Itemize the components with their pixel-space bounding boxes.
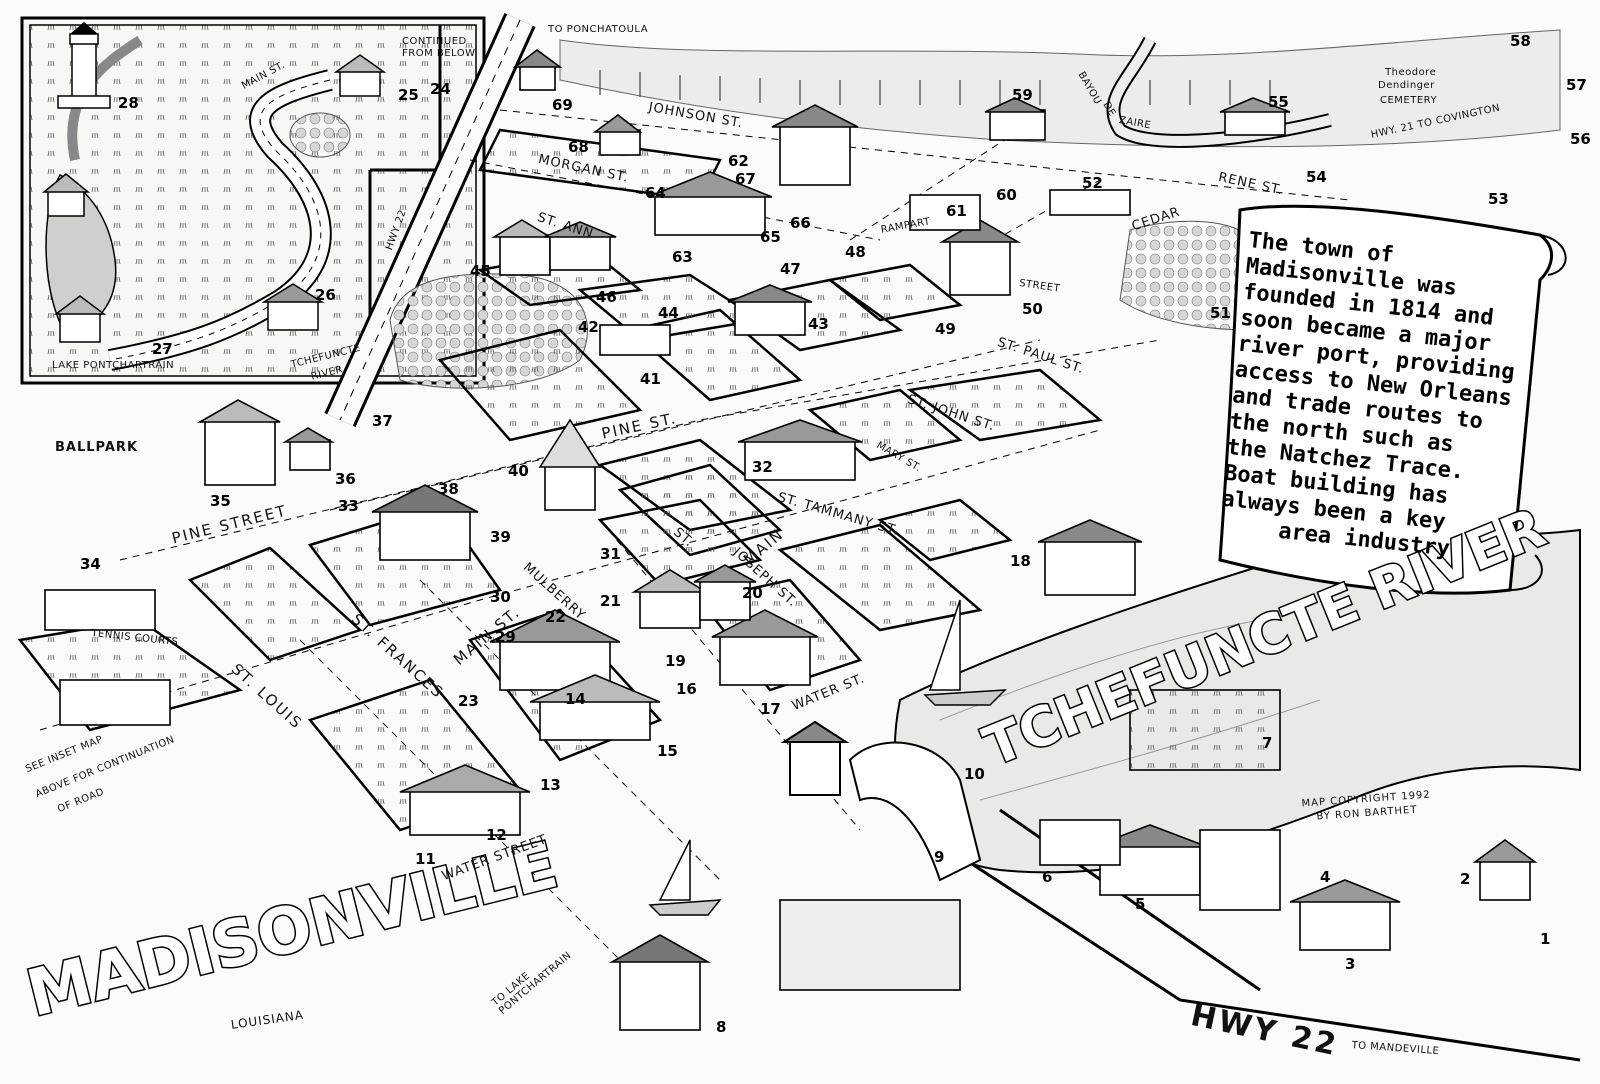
landmark-number: 50: [1022, 300, 1043, 318]
landmark-number: 67: [735, 170, 756, 188]
bridge: [780, 720, 982, 882]
landmark-number: 35: [210, 492, 231, 510]
landmark-number: 54: [1306, 168, 1327, 186]
landmark-number: 23: [458, 692, 479, 710]
landmark-number: 52: [1082, 174, 1103, 192]
inset-continued-label: CONTINUED: [402, 36, 467, 47]
landmark-number: 42: [578, 318, 599, 336]
landmark-number: 6: [1042, 868, 1053, 886]
landmark-number: 38: [438, 480, 459, 498]
landmark-number: 28: [118, 94, 139, 112]
landmark-number: 9: [934, 848, 945, 866]
landmark-number: 48: [845, 243, 866, 261]
landmark-number: 37: [372, 412, 393, 430]
landmark-number: 22: [545, 608, 566, 626]
landmark-number: 10: [964, 765, 985, 783]
landmark-number: 3: [1345, 955, 1356, 973]
landmark-number: 58: [1510, 32, 1531, 50]
landmark-number: 13: [540, 776, 561, 794]
landmark-number: 18: [1010, 552, 1031, 570]
landmark-number: 41: [640, 370, 661, 388]
hwy-22-road: [324, 13, 536, 427]
landmark-number: 47: [780, 260, 801, 278]
history-text: The town of Madisonville was founded in …: [1217, 228, 1548, 570]
landmark-number: 45: [470, 262, 491, 280]
cemetery-label-1: Theodore: [1385, 67, 1437, 78]
landmark-number: 68: [568, 138, 589, 156]
landmark-number: 69: [552, 96, 573, 114]
landmark-number: 27: [152, 340, 173, 358]
landmark-number: 7: [1262, 734, 1273, 752]
landmark-number: 16: [676, 680, 697, 698]
landmark-number: 40: [508, 462, 529, 480]
sailboats: [648, 599, 1007, 916]
landmark-number: 57: [1566, 76, 1587, 94]
landmark-number: 25: [398, 86, 419, 104]
landmark-number: 8: [716, 1018, 727, 1036]
landmark-number: 36: [335, 470, 356, 488]
landmark-number: 60: [996, 186, 1017, 204]
landmark-number: 61: [946, 202, 967, 220]
landmark-number: 59: [1012, 86, 1033, 104]
cemetery-label-3: CEMETERY: [1380, 95, 1438, 106]
landmark-number: 12: [486, 826, 507, 844]
landmark-number: 34: [80, 555, 101, 573]
landmark-number: 17: [760, 700, 781, 718]
landmark-number: 19: [665, 652, 686, 670]
landmark-number: 49: [935, 320, 956, 338]
landmark-number: 46: [596, 288, 617, 306]
landmark-number: 21: [600, 592, 621, 610]
landmark-number: 43: [808, 315, 829, 333]
landmark-number: 24: [430, 80, 451, 98]
landmark-number: 53: [1488, 190, 1509, 208]
landmark-number: 20: [742, 584, 763, 602]
landmark-number: 26: [315, 286, 336, 304]
info-scroll: [1218, 204, 1567, 595]
cemetery-label-2: Dendinger: [1378, 80, 1435, 91]
landmark-number: 39: [490, 528, 511, 546]
hwy-22-lower: [919, 828, 1581, 1062]
landmark-number: 51: [1210, 304, 1231, 322]
landmark-number: 64: [645, 184, 666, 202]
landmark-number: 31: [600, 545, 621, 563]
landmark-number: 56: [1570, 130, 1591, 148]
landmark-number: 44: [658, 304, 679, 322]
landmark-number: 4: [1320, 868, 1331, 886]
inset-continued-label-2: FROM BELOW: [402, 48, 476, 59]
landmark-number: 30: [490, 588, 511, 606]
landmark-number: 2: [1460, 870, 1471, 888]
landmark-number: 62: [728, 152, 749, 170]
landmark-number: 32: [752, 458, 773, 476]
landmark-number: 15: [657, 742, 678, 760]
landmark-number: 14: [565, 690, 586, 708]
landmark-number: 63: [672, 248, 693, 266]
inset-lake-label: LAKE PONTCHARTRAIN: [52, 360, 175, 371]
landmark-number: 29: [495, 628, 516, 646]
buildings: [44, 48, 1538, 1031]
landmark-number: 33: [338, 497, 359, 515]
landmark-number: 65: [760, 228, 781, 246]
landmark-number: 5: [1135, 895, 1146, 913]
landmark-number: 55: [1268, 93, 1289, 111]
landmark-number: 1: [1540, 930, 1551, 948]
ballpark-label: BALLPARK: [55, 440, 139, 455]
landmark-number: 11: [415, 850, 436, 868]
landmark-number: 66: [790, 214, 811, 232]
to-ponchatoula-label: TO PONCHATOULA: [548, 24, 649, 35]
inset-map: [20, 16, 486, 385]
